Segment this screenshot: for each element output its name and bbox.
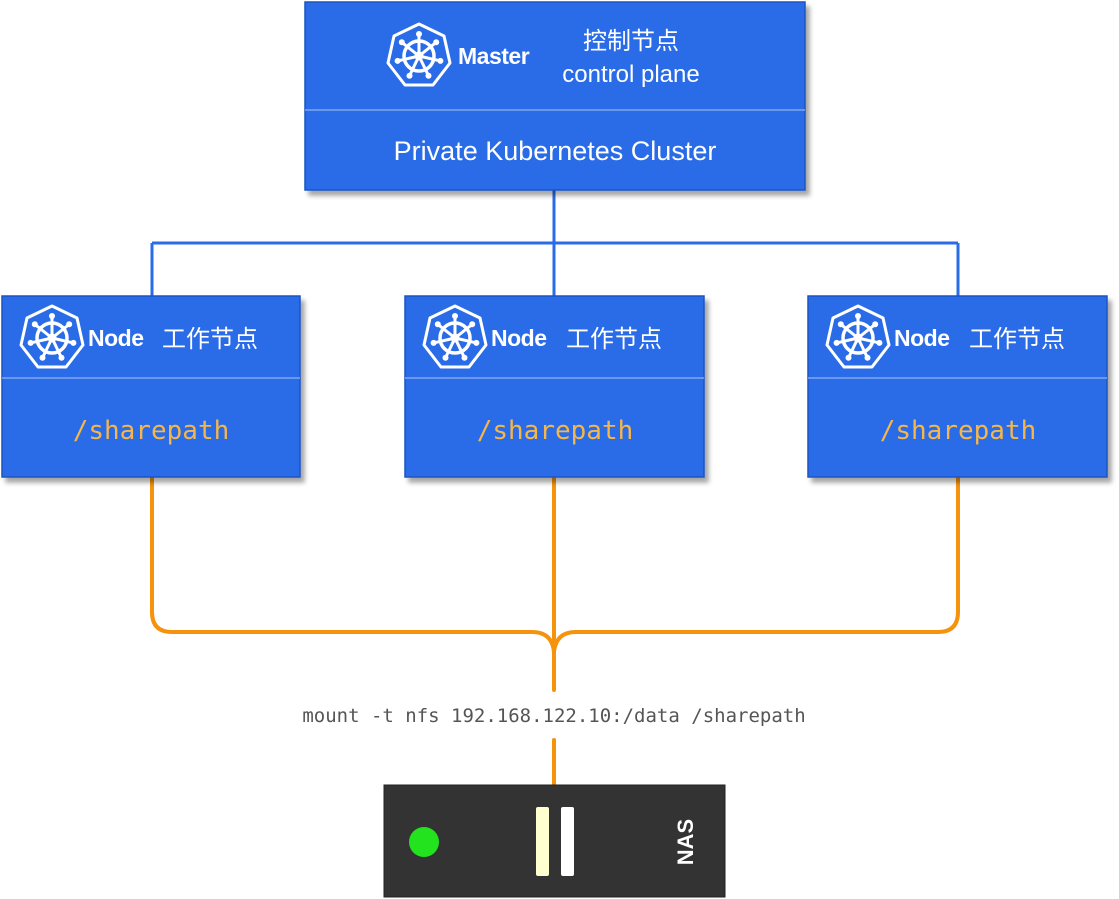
node-title-cn: 工作节点 <box>969 325 1065 353</box>
master-title-en: control plane <box>562 61 699 88</box>
node-label: Node <box>491 325 547 351</box>
nas-label: NAS <box>673 819 698 865</box>
node-label: Node <box>88 325 144 351</box>
node-box: Node 工作节点 /sharepath <box>807 295 1108 478</box>
node-title-cn: 工作节点 <box>566 325 662 353</box>
status-led-icon <box>409 827 439 857</box>
node-box: Node 工作节点 /sharepath <box>404 295 705 478</box>
node-title-cn: 工作节点 <box>162 325 258 353</box>
mount-command: mount -t nfs 192.168.122.10:/data /share… <box>302 705 805 727</box>
node-box: Node 工作节点 /sharepath <box>1 295 301 478</box>
kubernetes-logo-icon <box>825 304 891 369</box>
node-share-path: /sharepath <box>880 416 1037 446</box>
node-3-mount-line <box>552 476 960 654</box>
nas-mount-connectors <box>150 476 960 788</box>
drive-slot <box>561 807 574 876</box>
master-node-connectors <box>150 190 960 296</box>
master-box: Master 控制节点 control plane Private Kubern… <box>304 1 806 191</box>
kubernetes-logo-icon <box>19 304 85 369</box>
master-title-cn: 控制节点 <box>583 27 679 55</box>
nas-device: NAS <box>383 784 726 898</box>
node-share-path: /sharepath <box>477 416 634 446</box>
node-1-mount-line <box>150 476 556 654</box>
kubernetes-logo-icon <box>386 22 452 87</box>
cluster-name: Private Kubernetes Cluster <box>394 136 717 166</box>
kubernetes-logo-icon <box>422 304 488 369</box>
node-label: Node <box>894 325 950 351</box>
master-label: Master <box>458 43 530 69</box>
node-share-path: /sharepath <box>73 416 230 446</box>
drive-slot <box>536 807 549 876</box>
